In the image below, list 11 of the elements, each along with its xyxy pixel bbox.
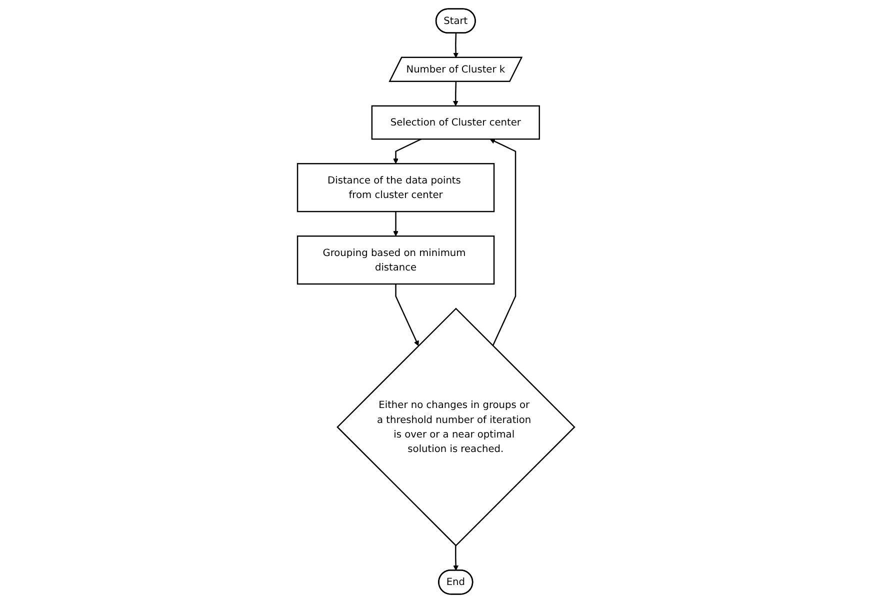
arrow xyxy=(393,212,398,236)
arrow xyxy=(393,138,422,164)
node-diamond: Either no changes in groups or a threshold number of iteration is over or a near optimal solution is reached. xyxy=(336,308,576,546)
arrow xyxy=(453,546,459,571)
arrow xyxy=(453,33,459,58)
node-box: Selection of Cluster center xyxy=(371,105,540,140)
node-box: Grouping based on minimum distance xyxy=(296,235,495,285)
arrow xyxy=(490,138,516,346)
node-box: Distance of the data points from cluster center xyxy=(296,163,495,212)
arrow xyxy=(452,82,458,106)
arrow xyxy=(395,284,419,346)
